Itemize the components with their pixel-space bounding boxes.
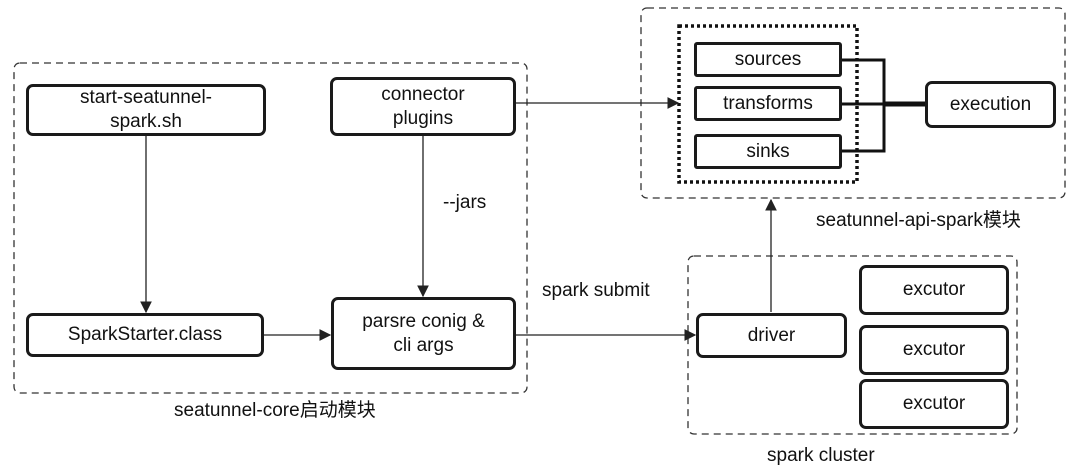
spark-starter-text: SparkStarter.class: [67, 324, 223, 345]
sources-node: sources: [694, 42, 842, 77]
driver-text: driver: [747, 324, 796, 346]
start-script-node: start-seatunnel- spark.sh: [26, 84, 266, 136]
spark-starter-node: SparkStarter.class: [26, 313, 264, 357]
executor-node-3: excutor: [859, 379, 1009, 429]
parse-config-text: parsre conig & cli args: [362, 310, 485, 356]
sources-text: sources: [734, 48, 802, 70]
core-group-label: seatunnel-core启动模块: [174, 400, 376, 421]
executor-1-text: excutor: [902, 279, 966, 300]
executor-node-1: excutor: [859, 265, 1009, 315]
cluster-group-label: spark cluster: [767, 445, 875, 466]
driver-node: driver: [696, 313, 847, 358]
executor-node-2: excutor: [859, 325, 1009, 375]
cluster-group-border: [687, 255, 1018, 435]
start-script-text: start-seatunnel- spark.sh: [79, 87, 212, 132]
connector-plugins-text: connector plugins: [381, 83, 465, 129]
jars-label: --jars: [443, 192, 487, 213]
connector-plugins-node: connector plugins: [330, 77, 516, 136]
core-group-border: [13, 62, 528, 394]
execution-node: execution: [925, 81, 1056, 128]
sinks-node: sinks: [694, 134, 842, 169]
execution-text: execution: [949, 93, 1032, 115]
transforms-text: transforms: [723, 92, 813, 114]
transforms-node: transforms: [694, 86, 842, 121]
connector-sources: [841, 58, 926, 105]
executor-3-text: excutor: [902, 393, 966, 414]
executor-2-text: excutor: [902, 339, 966, 360]
sinks-text: sinks: [746, 140, 790, 162]
spark-submit-label: spark submit: [542, 280, 650, 301]
api-group-label: seatunnel-api-spark模块: [816, 210, 1021, 231]
parse-config-node: parsre conig & cli args: [331, 297, 516, 370]
connector-sinks: [841, 103, 926, 153]
